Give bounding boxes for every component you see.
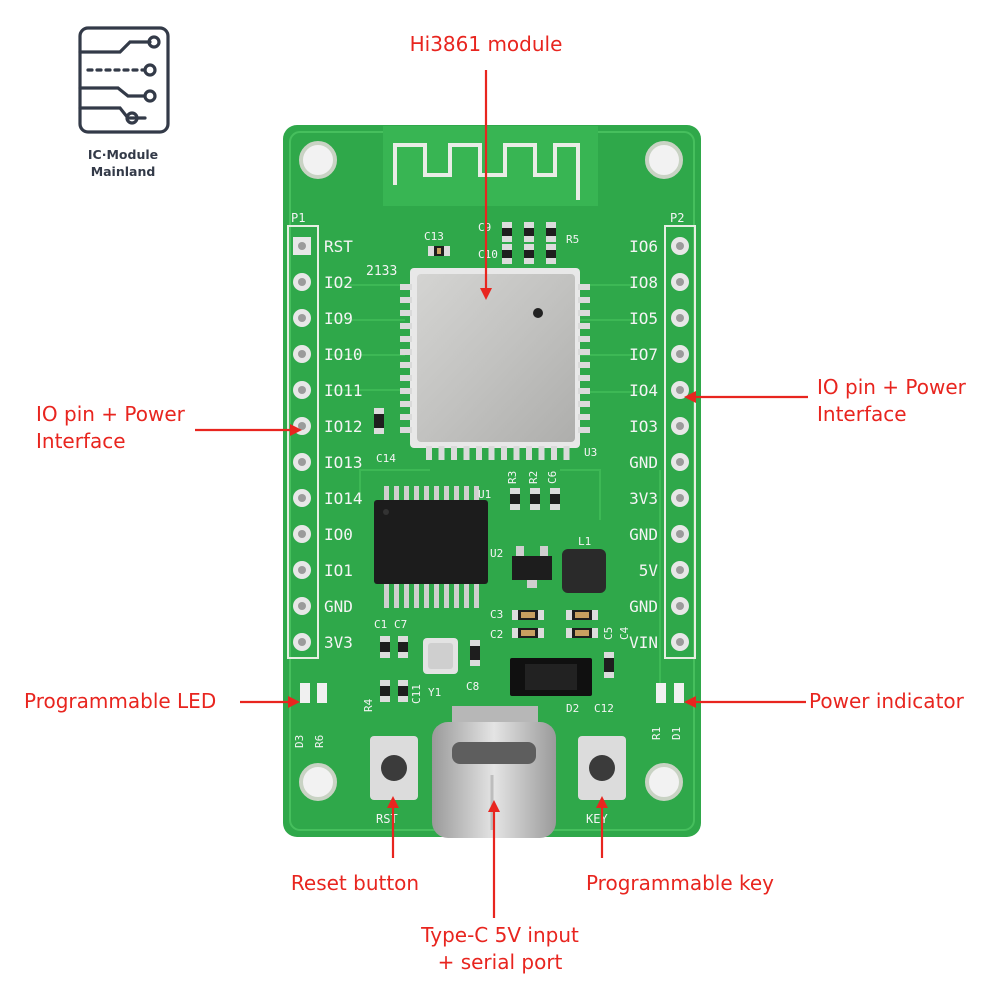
silk-right-pin: IO7	[629, 345, 658, 364]
silk-right-pin: IO5	[629, 309, 658, 328]
logo-icon	[78, 26, 170, 134]
silk-d1: D1	[670, 727, 683, 740]
silk-left-pin: IO12	[324, 417, 363, 436]
silk-c13: C13	[424, 230, 444, 243]
silk-btn-rst: RST	[376, 812, 398, 826]
silk-u1: U1	[478, 488, 491, 501]
silk-c4: C4	[618, 626, 631, 640]
silk-l1: L1	[578, 535, 591, 548]
silk-right-pin: IO4	[629, 381, 658, 400]
silk-date-code: 2133	[366, 264, 397, 279]
hi3861-module	[400, 268, 590, 460]
silk-right-pin: IO8	[629, 273, 658, 292]
silk-c5: C5	[602, 627, 615, 640]
silk-r3: R3	[506, 471, 519, 484]
silk-left-pin: IO9	[324, 309, 353, 328]
silk-c8: C8	[466, 680, 479, 693]
silk-c6: C6	[546, 471, 559, 484]
antenna-trace	[393, 143, 580, 200]
silk-left-pin: RST	[324, 237, 353, 256]
label-io-left-line1: IO pin + Power	[36, 402, 185, 426]
silk-left-pin: IO10	[324, 345, 363, 364]
silk-c2: C2	[490, 628, 503, 641]
silk-r1: R1	[650, 727, 663, 740]
silk-c12: C12	[594, 702, 614, 715]
silk-p1: P1	[291, 211, 305, 225]
silk-r6: R6	[313, 735, 326, 748]
silk-r2: R2	[527, 471, 540, 484]
silk-left-pin: IO13	[324, 453, 363, 472]
silk-left-pin: GND	[324, 597, 353, 616]
silk-right-pin: IO6	[629, 237, 658, 256]
logo-line-1: IC·Module	[87, 147, 159, 162]
silk-left-pin: IO14	[324, 489, 363, 508]
label-hi3861-module: Hi3861 module	[409, 32, 563, 56]
silk-right-pin: GND	[629, 597, 658, 616]
silk-btn-key: KEY	[586, 812, 608, 826]
label-programmable-key: Programmable key	[585, 871, 775, 895]
label-io-left: IO pin + Power Interface	[36, 401, 185, 455]
silk-d2: D2	[566, 702, 579, 715]
mounting-holes	[299, 141, 683, 801]
silk-c11: C11	[410, 684, 423, 704]
label-type-c: Type-C 5V input + serial port	[390, 922, 610, 976]
label-io-right-line2: Interface	[817, 402, 907, 426]
l1-inductor	[562, 549, 606, 593]
power-led	[656, 683, 684, 703]
programmable-led	[300, 683, 327, 703]
silk-left-pin: IO2	[324, 273, 353, 292]
antenna-area	[383, 126, 598, 206]
d2-diode	[510, 658, 592, 696]
header-p2-pins	[671, 237, 689, 651]
silk-right-pin: GND	[629, 453, 658, 472]
silk-c14: C14	[376, 452, 396, 465]
silk-y1: Y1	[428, 686, 441, 699]
silk-c1: C1	[374, 618, 387, 631]
silk-d3: D3	[293, 735, 306, 748]
silk-c3: C3	[490, 608, 503, 621]
label-type-c-line1: Type-C 5V input	[421, 923, 579, 947]
label-power-indicator: Power indicator	[809, 689, 964, 713]
silk-right-pin: VIN	[629, 633, 658, 652]
silk-right-pin: IO3	[629, 417, 658, 436]
label-io-right-line1: IO pin + Power	[817, 375, 966, 399]
label-programmable-led: Programmable LED	[24, 689, 217, 713]
u1-chip	[374, 486, 488, 608]
smd-components	[374, 222, 614, 702]
y1-crystal	[423, 638, 458, 674]
silk-u2: U2	[490, 547, 503, 560]
silk-left-pin: IO1	[324, 561, 353, 580]
silk-r5: R5	[566, 233, 579, 246]
callout-lines	[195, 70, 808, 918]
silk-c7: C7	[394, 618, 407, 631]
logo-text: IC·Module Mainland	[68, 146, 178, 180]
label-io-left-line2: Interface	[36, 429, 126, 453]
label-io-right: IO pin + Power Interface	[817, 374, 966, 428]
reset-button[interactable]	[370, 736, 418, 800]
logo-line-2: Mainland	[90, 164, 156, 179]
silk-left-pin: IO11	[324, 381, 363, 400]
silk-right-pin: 3V3	[629, 489, 658, 508]
type-c-connector	[432, 706, 556, 838]
silk-left-pin: 3V3	[324, 633, 353, 652]
silk-c10: C10	[478, 248, 498, 261]
label-type-c-line2: + serial port	[437, 950, 563, 974]
silk-r4: R4	[362, 698, 375, 712]
silk-p2: P2	[670, 211, 684, 225]
pcb-board	[283, 125, 701, 837]
silk-left-pin: IO0	[324, 525, 353, 544]
silk-right-pin: GND	[629, 525, 658, 544]
silk-c9: C9	[478, 221, 491, 234]
key-button[interactable]	[578, 736, 626, 800]
silk-right-pin: 5V	[639, 561, 659, 580]
silk-u3: U3	[584, 446, 597, 459]
u2-regulator	[512, 546, 552, 588]
label-reset-button: Reset button	[290, 871, 420, 895]
